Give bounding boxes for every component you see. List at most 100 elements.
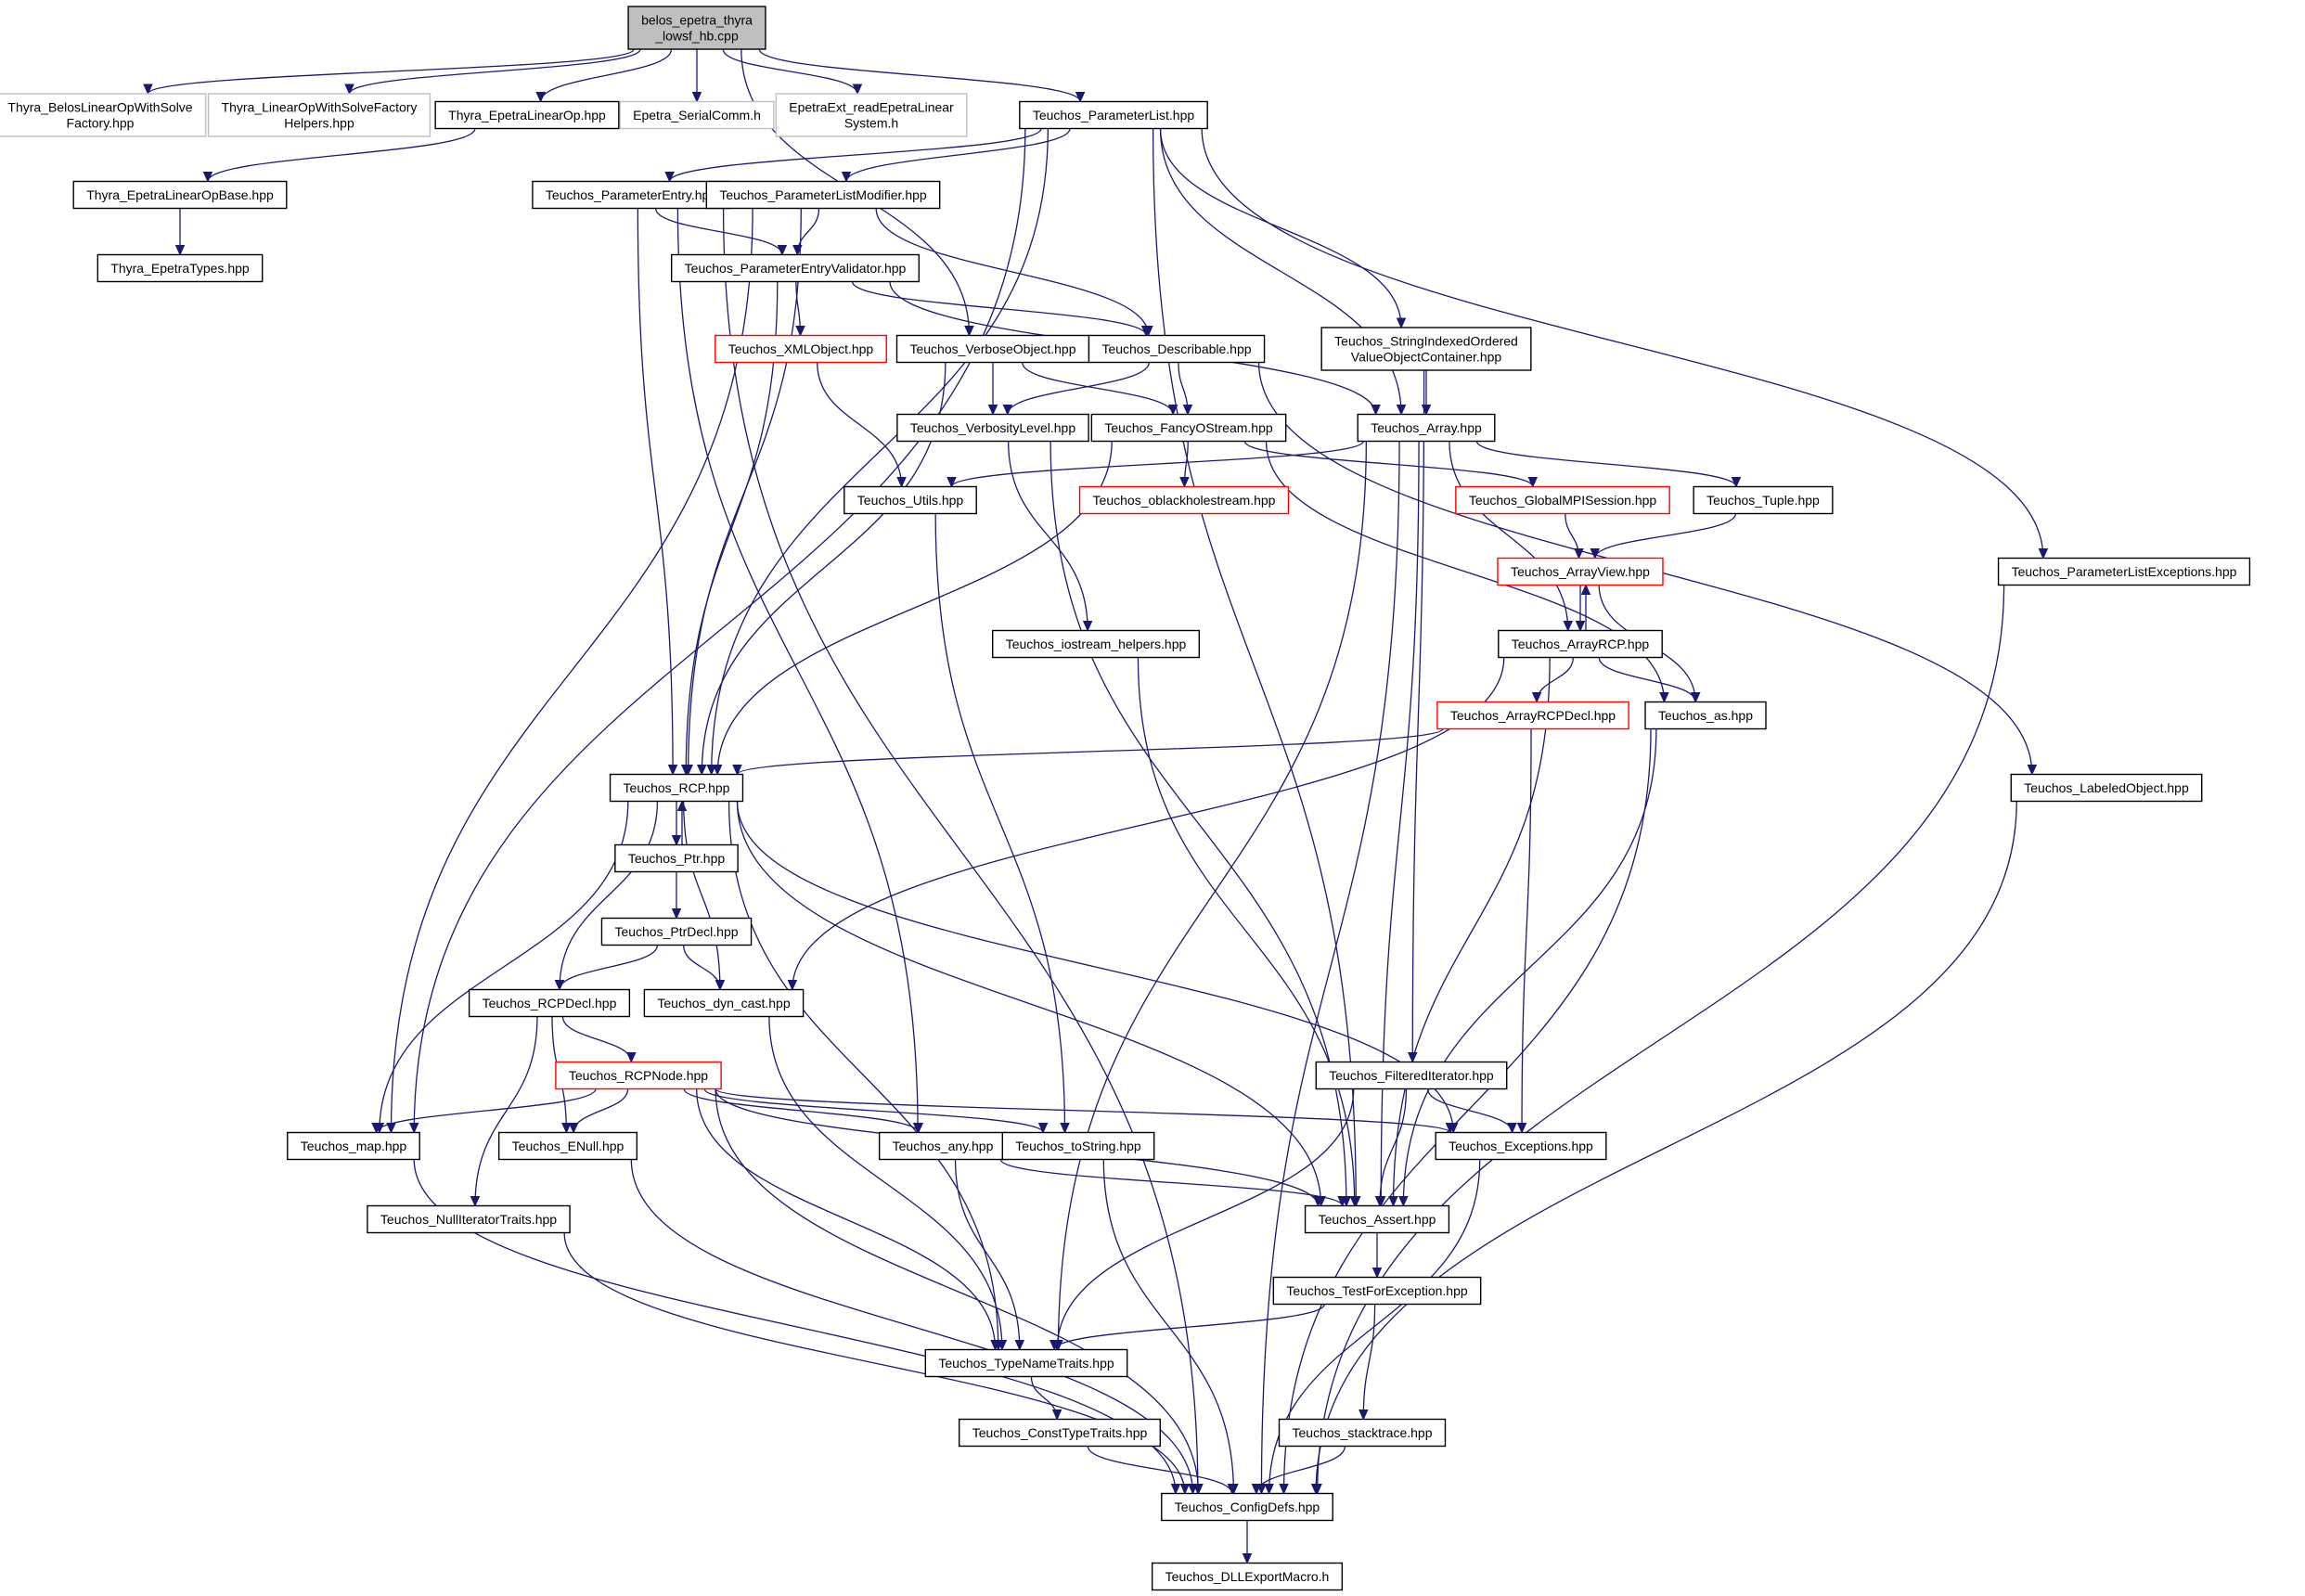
arrowhead [174,245,186,256]
edge-labeledobject-to-configdefs [1310,801,2017,1495]
node-serialcomm[interactable]: Epetra_SerialComm.h [619,100,775,130]
node-label: Teuchos_stacktrace.hpp [1293,1425,1433,1440]
node-rcpdecl[interactable]: Teuchos_RCPDecl.hpp [468,988,631,1018]
node-describable[interactable]: Teuchos_Describable.hpp [1088,334,1266,364]
arrowhead [896,477,907,488]
node-paramentry[interactable]: Teuchos_ParameterEntry.hpp [532,180,730,210]
node-box [643,988,805,1018]
node-map[interactable]: Teuchos_map.hpp [287,1131,420,1161]
arrowhead [1398,1196,1409,1207]
node-filterediterator[interactable]: Teuchos_FilteredIterator.hpp [1315,1061,1508,1090]
node-nulliteratortraits[interactable]: Teuchos_NullIteratorTraits.hpp [367,1204,571,1234]
arrowhead [1060,1123,1070,1134]
node-pevalidator[interactable]: Teuchos_ParameterEntryValidator.hpp [670,253,921,283]
node-label: Teuchos_ArrayRCP.hpp [1512,637,1650,651]
node-box [1436,701,1629,730]
node-box [497,1131,638,1161]
arrowhead [697,765,707,776]
node-tostring[interactable]: Teuchos_toString.hpp [1001,1131,1155,1161]
node-epetralinearopbase[interactable]: Thyra_EpetraLinearOpBase.hpp [72,180,288,210]
edge-plexceptions-to-configdefs [1312,585,2005,1495]
node-consttypetraits[interactable]: Teuchos_ConstTypeTraits.hpp [959,1418,1161,1448]
arrowhead [1580,584,1591,595]
arrowhead [344,84,354,96]
node-verbositylevel[interactable]: Teuchos_VerbosityLevel.hpp [896,413,1089,443]
node-arrayrcpdecl[interactable]: Teuchos_ArrayRCPDecl.hpp [1436,701,1629,730]
node-plexceptions[interactable]: Teuchos_ParameterListExceptions.hpp [1997,557,2251,586]
arrowhead [913,1123,924,1134]
edge-arrayrcp-to-dyncast [787,657,1505,991]
node-label: Teuchos_FilteredIterator.hpp [1329,1068,1494,1083]
arrowhead [1182,405,1193,416]
node-rcp[interactable]: Teuchos_RCP.hpp [609,773,744,803]
node-box [992,629,1200,659]
node-dyncast[interactable]: Teuchos_dyn_cast.hpp [643,988,805,1018]
arrowhead [1575,621,1586,632]
node-paramlist[interactable]: Teuchos_ParameterList.hpp [1019,100,1208,130]
node-iostreamhelpers[interactable]: Teuchos_iostream_helpers.hpp [992,629,1200,659]
node-label: Teuchos_ParameterList.hpp [1033,108,1195,122]
node-ptrdecl[interactable]: Teuchos_PtrDecl.hpp [600,917,753,946]
node-dllexport[interactable]: Teuchos_DLLExportMacro.h [1151,1562,1344,1591]
node-arrayview[interactable]: Teuchos_ArrayView.hpp [1497,557,1664,586]
node-rcpnode[interactable]: Teuchos_RCPNode.hpp [555,1061,722,1090]
node-lowsfhelpers[interactable]: Thyra_LinearOpWithSolveFactoryHelpers.hp… [207,93,431,137]
node-label: Teuchos_TestForException.hpp [1286,1283,1468,1298]
node-box [895,334,1090,364]
node-oblackhole[interactable]: Teuchos_oblackholestream.hpp [1078,485,1290,515]
node-utils[interactable]: Teuchos_Utils.hpp [843,485,977,515]
edge-ptrdecl-to-rcpdecl [554,945,659,991]
node-arrayrcp[interactable]: Teuchos_ArrayRCP.hpp [1498,629,1663,659]
node-tuple[interactable]: Teuchos_Tuple.hpp [1693,485,1834,515]
node-xmlobject[interactable]: Teuchos_XMLObject.hpp [715,334,887,364]
arrowhead [667,765,678,776]
arrowhead [1371,1268,1383,1279]
node-as[interactable]: Teuchos_as.hpp [1644,701,1767,730]
arrowhead [1359,1409,1369,1421]
node-epetralinearop[interactable]: Thyra_EpetraLinearOp.hpp [434,100,620,130]
node-testforexception[interactable]: Teuchos_TestForException.hpp [1272,1276,1482,1306]
edge-pevalidator-to-xmlobject [795,281,805,337]
edge-arrayrcpdecl-to-rcp [732,727,1444,776]
node-verboseobject[interactable]: Teuchos_VerboseObject.hpp [895,334,1090,364]
node-label: Teuchos_dyn_cast.hpp [657,996,790,1010]
node-labeledobject[interactable]: Teuchos_LabeledObject.hpp [2010,773,2203,803]
node-root[interactable]: belos_epetra_thyra_lowsf_hb.cpp [627,6,766,50]
node-label: Teuchos_map.hpp [301,1139,407,1153]
node-ptr[interactable]: Teuchos_Ptr.hpp [614,843,739,873]
node-assert[interactable]: Teuchos_Assert.hpp [1304,1204,1450,1234]
arrowhead [1388,1196,1398,1207]
node-sioc[interactable]: Teuchos_StringIndexedOrderedValueObjectC… [1320,327,1532,371]
node-label: Teuchos_GlobalMPISession.hpp [1469,493,1657,508]
node-exceptions[interactable]: Teuchos_Exceptions.hpp [1435,1131,1607,1161]
node-any[interactable]: Teuchos_any.hpp [878,1131,1008,1161]
arrowhead [1242,1553,1253,1564]
node-box [1304,1204,1450,1234]
node-configdefs[interactable]: Teuchos_ConfigDefs.hpp [1161,1492,1333,1522]
node-stacktrace[interactable]: Teuchos_stacktrace.hpp [1278,1418,1447,1448]
node-box [715,334,887,364]
node-epetratypes[interactable]: Thyra_EpetraTypes.hpp [97,253,264,283]
edge-paramlist-to-sioc [1159,128,1407,329]
node-plmodifier[interactable]: Teuchos_ParameterListModifier.hpp [705,180,941,210]
arrowhead [691,92,702,103]
node-label: Teuchos_ArrayRCPDecl.hpp [1450,708,1616,723]
node-box [1090,413,1287,443]
node-typenametraits[interactable]: Teuchos_TypeNameTraits.hpp [924,1348,1128,1378]
arrowhead [2027,765,2038,776]
edge-rcp-to-rcpdecl [554,801,659,991]
arrowhead [852,84,863,96]
node-label: Teuchos_ParameterListExceptions.hpp [2012,564,2237,579]
arrowhead [706,765,716,776]
edge-epetralinearop-to-epetralinearopbase [202,128,476,183]
edge-describable-to-verbositylevel [1002,362,1150,416]
arrowhead [1227,1484,1238,1495]
node-array[interactable]: Teuchos_Array.hpp [1357,413,1496,443]
node-label: Teuchos_toString.hpp [1015,1139,1141,1153]
node-fancyostream[interactable]: Teuchos_FancyOStream.hpp [1090,413,1287,443]
node-label: Teuchos_ArrayView.hpp [1511,564,1650,579]
node-enull[interactable]: Teuchos_ENull.hpp [497,1131,638,1161]
node-globalmpi[interactable]: Teuchos_GlobalMPISession.hpp [1455,485,1670,515]
